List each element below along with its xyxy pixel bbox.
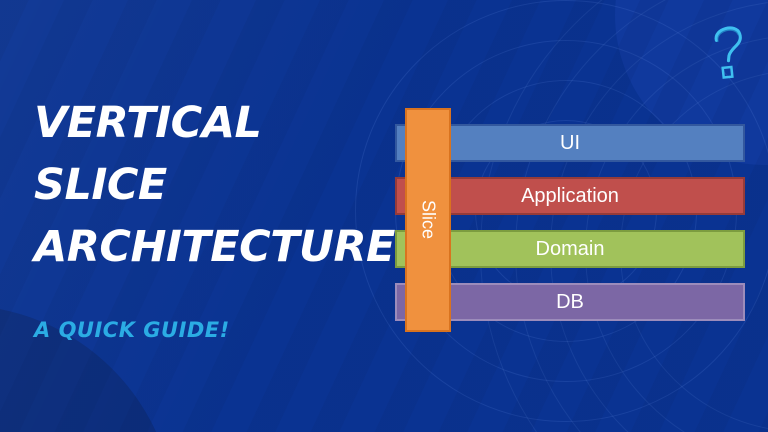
slide-subtitle: A QUICK GUIDE! — [34, 318, 230, 342]
layer-bar-application: Application — [395, 177, 745, 215]
question-mark-icon — [706, 22, 750, 80]
layer-label: UI — [560, 131, 580, 154]
layer-label: Domain — [535, 237, 605, 260]
layer-bar-domain: Domain — [395, 230, 745, 268]
layer-bar-db: DB — [395, 283, 745, 321]
title-line-2: SLICE — [34, 160, 167, 210]
title-line-3: ARCHITECTURE — [34, 222, 395, 272]
title-line-1: VERTICAL — [34, 98, 262, 148]
slide-title: VERTICAL SLICE ARCHITECTURE — [34, 92, 395, 278]
slice-bar: Slice — [405, 108, 451, 332]
slice-bar-label: Slice — [418, 200, 439, 240]
layer-label: Application — [521, 184, 619, 207]
layer-label: DB — [556, 290, 584, 313]
